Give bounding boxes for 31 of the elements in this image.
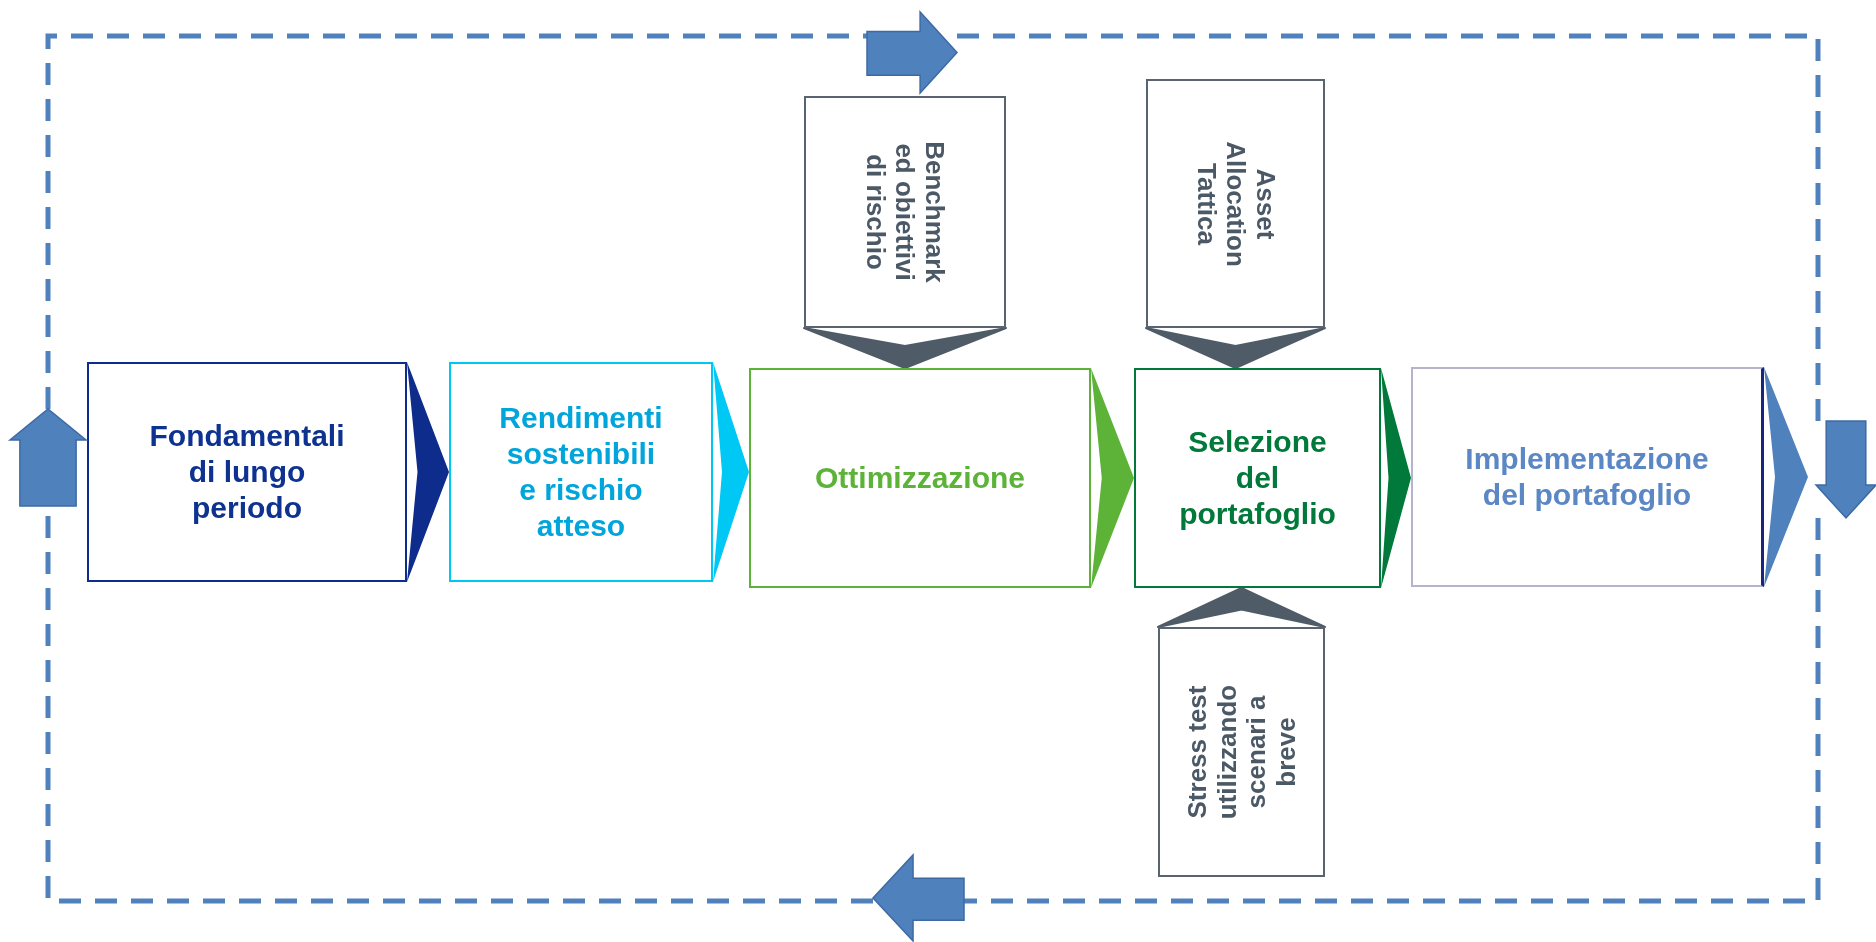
input-label: Benchmark ed obiettivi di rischio: [860, 140, 950, 285]
step-label: Ottimizzazione: [814, 460, 1026, 496]
pointer-arrow: [1145, 327, 1326, 369]
block-arrow: [873, 855, 964, 941]
input-box: [1158, 627, 1325, 877]
chevron-arrow: [1091, 368, 1134, 588]
pointer-arrow: [1157, 587, 1326, 628]
step-label: Rendimenti sostenibili e rischio atteso: [498, 400, 664, 544]
process-box: [749, 368, 1091, 588]
process-box: [1411, 367, 1764, 587]
dashed-loop-line: [45, 33, 867, 409]
step-label: Fondamentali di lungo periodo: [148, 418, 346, 526]
step-label: Implementazione del portafoglio: [1464, 441, 1710, 513]
pointer-arrow: [803, 327, 1007, 369]
chevron-arrow: [407, 362, 449, 582]
process-box: [449, 362, 713, 582]
block-arrow: [1816, 421, 1876, 518]
step-label: Selezione del portafoglio: [1178, 424, 1337, 532]
input-box: [804, 96, 1006, 328]
input-label: Stress test utilizzando scenari a breve: [1182, 683, 1301, 822]
chevron-arrow: [713, 362, 749, 582]
chevron-arrow: [1764, 367, 1808, 587]
input-box: [1146, 79, 1325, 328]
process-box: [87, 362, 407, 582]
chevron-arrow: [1381, 368, 1411, 588]
dashed-loop-line: [964, 518, 1821, 904]
process-box: [1134, 368, 1381, 588]
dashed-loop-line: [957, 33, 1821, 421]
block-arrow: [10, 409, 86, 506]
block-arrow: [867, 12, 957, 93]
input-label: Asset Allocation Tattica: [1191, 139, 1280, 269]
